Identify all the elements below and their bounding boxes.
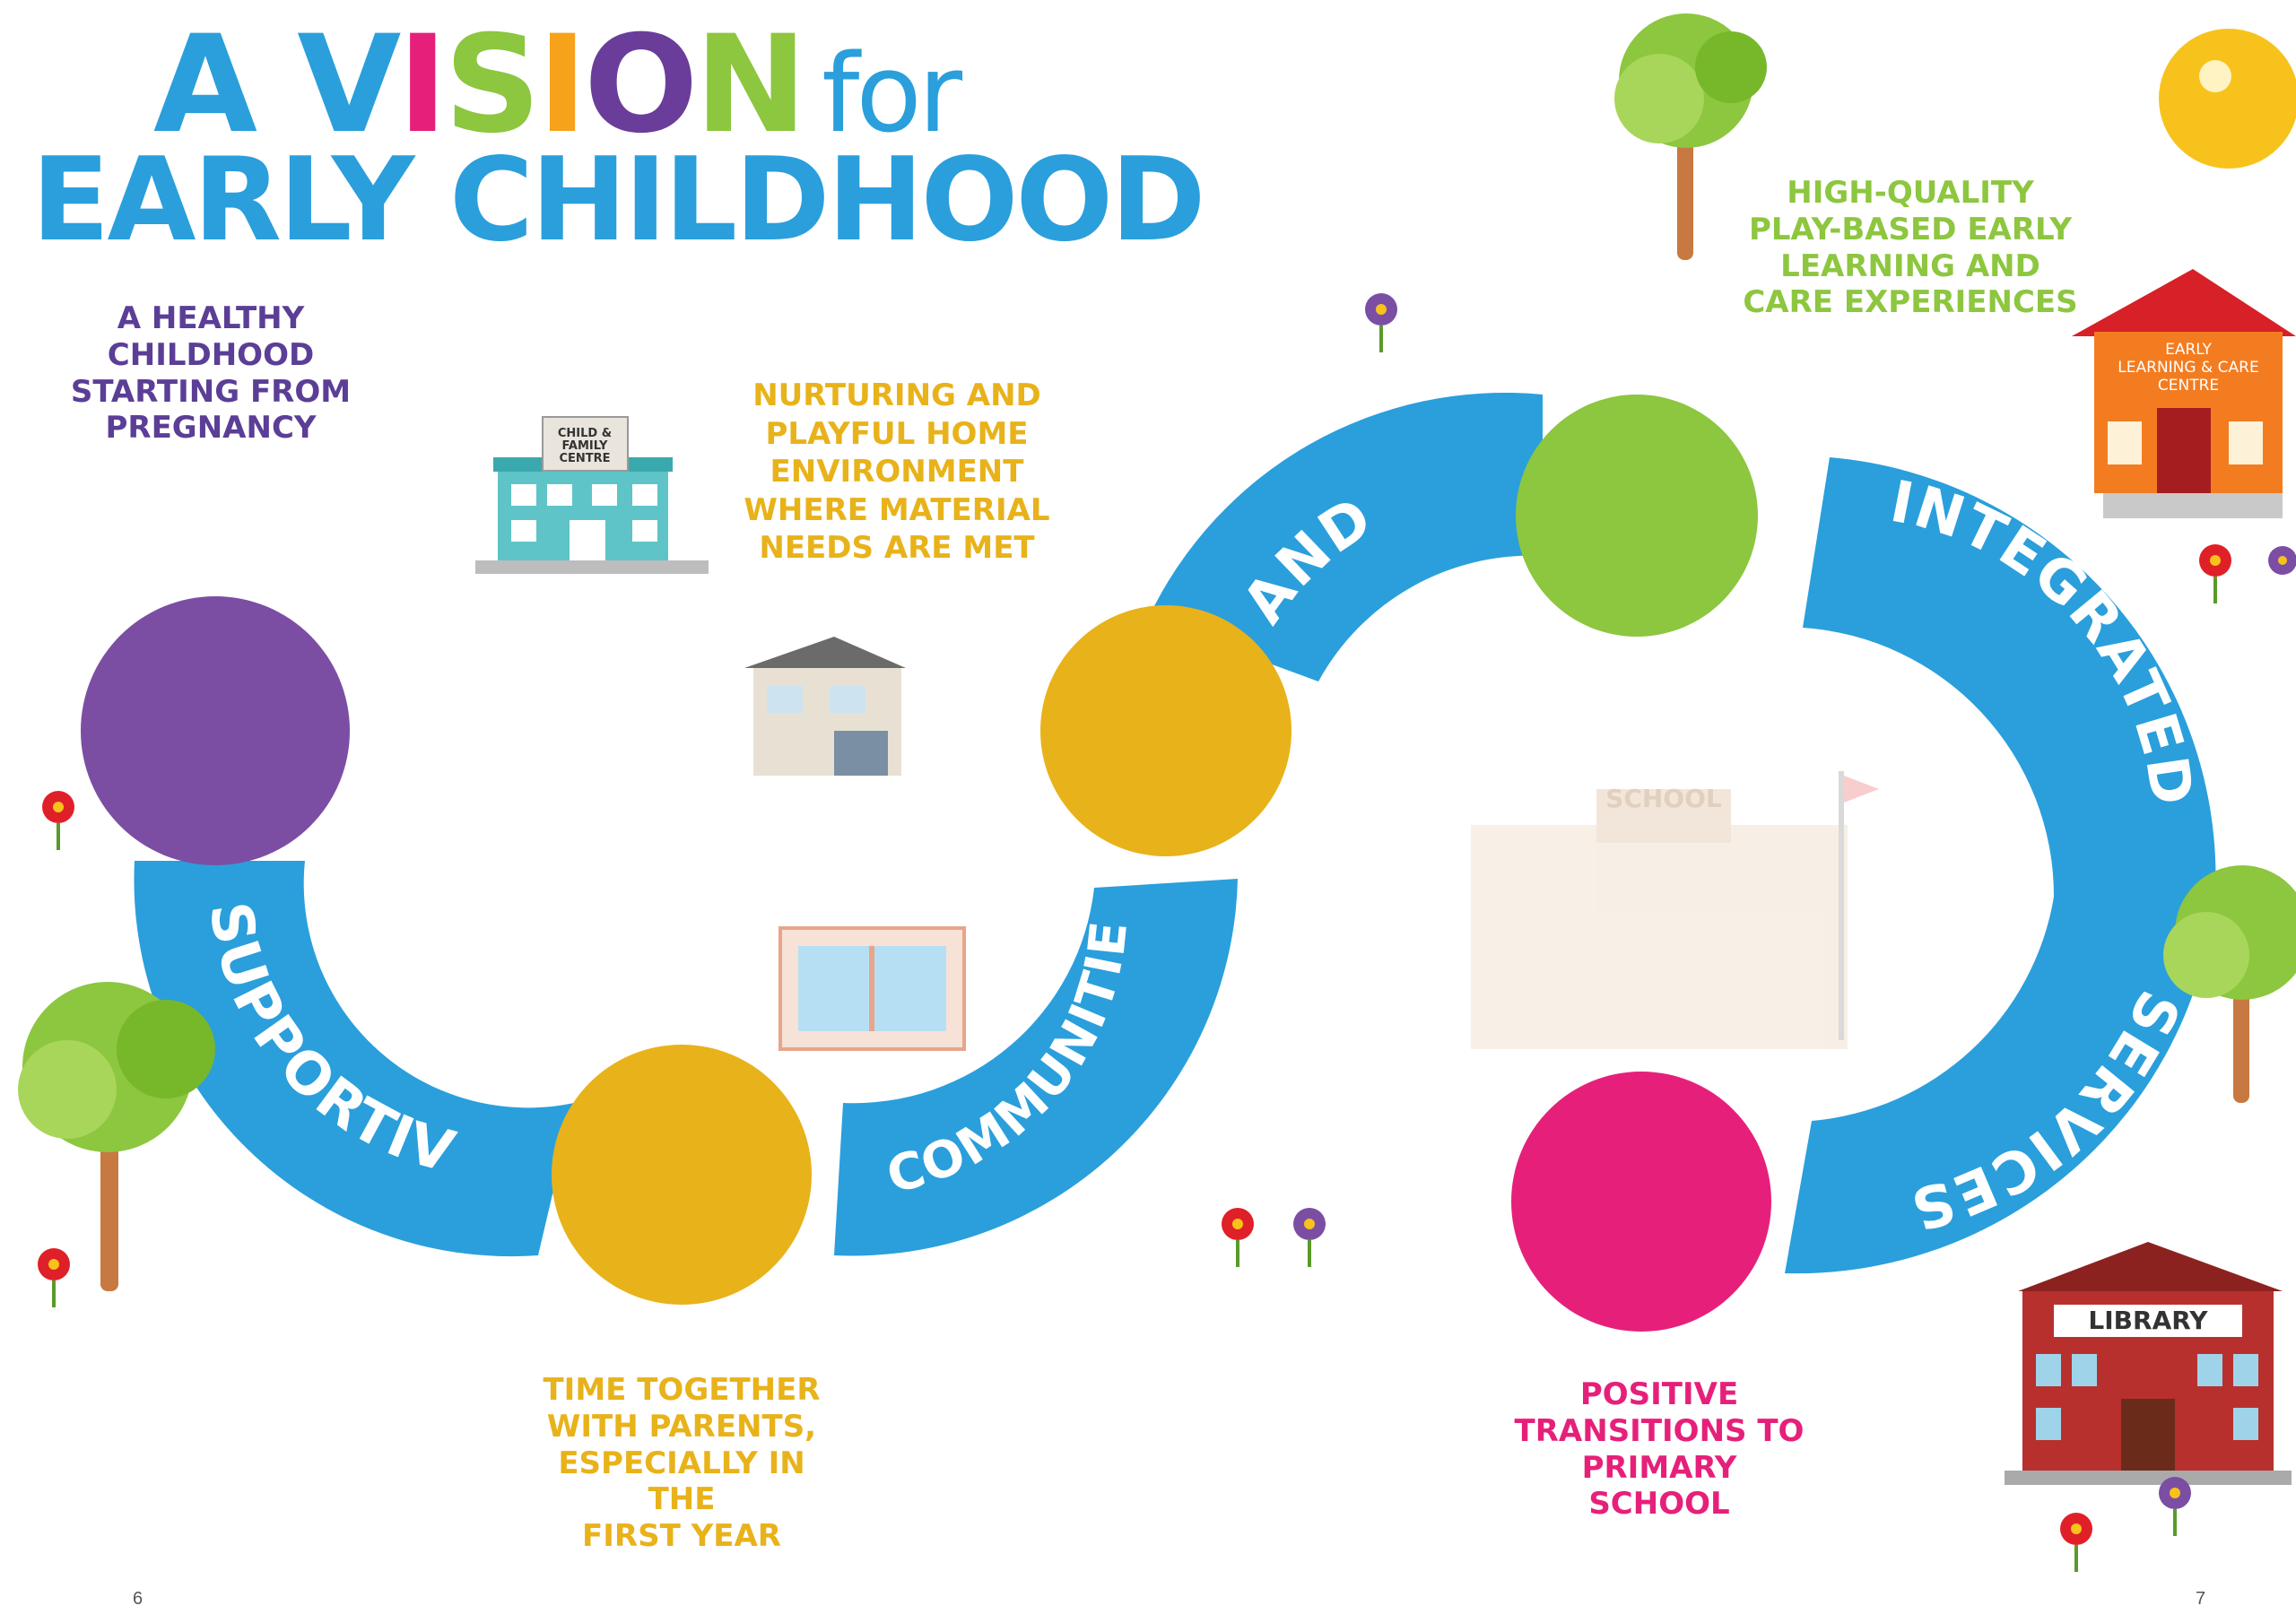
- title-letter: O: [584, 7, 699, 163]
- band-services: [1785, 897, 2215, 1274]
- sun-highlight: [2199, 60, 2231, 92]
- flower-icon: [42, 791, 74, 850]
- caption-line: A HEALTHY CHILDHOOD: [107, 300, 315, 373]
- library-building: LIBRARY: [2005, 1242, 2292, 1485]
- circle-pink: [1511, 1072, 1771, 1332]
- caption-line: WHERE MATERIAL: [744, 491, 1050, 528]
- circle-purple: [81, 596, 350, 865]
- title-letter: V: [297, 7, 401, 163]
- circle-green: [1516, 395, 1758, 637]
- flower-icon: [1365, 293, 1397, 352]
- band-integrated: [1803, 457, 2216, 897]
- caption-line: PREGNANCY: [105, 410, 317, 447]
- flower-icon: [38, 1248, 70, 1307]
- tree-icon: [18, 982, 215, 1291]
- flower-icon: [2159, 1477, 2191, 1536]
- flower-icon: [1222, 1208, 1254, 1267]
- title-vision: A VISION: [152, 7, 808, 163]
- caption-line: PRIMARY: [1581, 1449, 1737, 1486]
- flower-icon: [2060, 1513, 2092, 1572]
- caption-line: ENVIRONMENT: [770, 454, 1024, 490]
- flower-icon: [2199, 544, 2231, 603]
- title-letter: I: [397, 7, 448, 163]
- tree-icon: [2163, 865, 2296, 1103]
- title-letter: N: [694, 7, 808, 163]
- caption-line: FIRST YEAR: [582, 1518, 781, 1555]
- page-number-left: 6: [133, 1589, 144, 1609]
- caption-line: NURTURING AND: [752, 378, 1041, 413]
- band-communities: [834, 879, 1238, 1256]
- caption-high-quality: HIGH-QUALITY PLAY-BASED EARLY LEARNING A…: [1713, 175, 2108, 321]
- svg-text:LIBRARY: LIBRARY: [2088, 1306, 2208, 1335]
- title-line-2: EARLY CHILDHOOD: [31, 134, 1205, 267]
- caption-line: PLAYFUL HOME: [765, 415, 1029, 452]
- flower-icon: [1293, 1208, 1326, 1267]
- caption-healthy-childhood: A HEALTHY CHILDHOOD STARTING FROM PREGNA…: [9, 300, 413, 447]
- circle-yellow-mid: [1040, 605, 1292, 856]
- caption-time-together: TIME TOGETHER WITH PARENTS, ESPECIALLY I…: [520, 1372, 843, 1555]
- circle-yellow-bottom: [552, 1045, 812, 1305]
- caption-line: STARTING FROM: [70, 373, 352, 410]
- caption-line: TIME TOGETHER: [543, 1372, 821, 1408]
- flower-icon: [2268, 546, 2296, 575]
- caption-line: PLAY-BASED EARLY: [1748, 211, 2073, 247]
- caption-line: TRANSITIONS TO: [1514, 1412, 1805, 1449]
- caption-line: CARE EXPERIENCES: [1743, 284, 2078, 321]
- caption-line: NEEDS ARE MET: [759, 530, 1035, 566]
- caption-line: HIGH-QUALITY: [1787, 175, 2034, 211]
- title-letter: I: [537, 7, 587, 163]
- sun-icon: [2159, 29, 2296, 169]
- school-building: SCHOOL: [1471, 771, 1879, 1049]
- caption-positive-transitions: POSITIVE TRANSITIONS TO PRIMARY SCHOOL: [1507, 1376, 1812, 1523]
- caption-line: WITH PARENTS,: [546, 1408, 817, 1445]
- caption-line: LEARNING AND: [1780, 247, 2040, 284]
- tree-icon: [1614, 13, 1767, 260]
- svg-text:SCHOOL: SCHOOL: [1605, 784, 1722, 813]
- caption-line: SCHOOL: [1588, 1486, 1730, 1523]
- title-letter: A: [152, 7, 257, 163]
- page-number-right: 7: [2196, 1589, 2206, 1609]
- window-frame: [778, 926, 966, 1051]
- band-and: [1148, 392, 1543, 681]
- caption-nurturing-home: NURTURING AND PLAYFUL HOME ENVIRONMENT W…: [726, 377, 1067, 568]
- band-supportive: [134, 861, 574, 1257]
- title-for: for: [822, 32, 962, 157]
- title-letter: S: [444, 7, 541, 163]
- house-building: [744, 637, 906, 776]
- caption-line: ESPECIALLY IN THE: [558, 1445, 805, 1518]
- caption-line: POSITIVE: [1579, 1376, 1739, 1412]
